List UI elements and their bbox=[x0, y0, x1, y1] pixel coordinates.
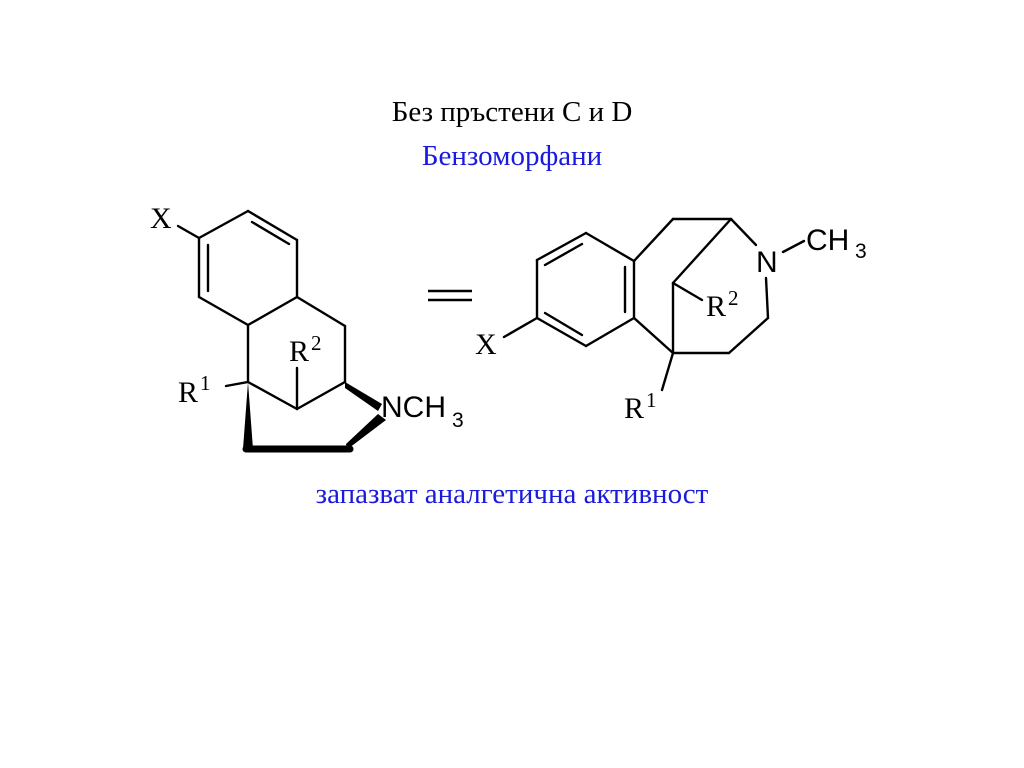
equals-sign bbox=[428, 289, 472, 302]
page-subtitle: Бензоморфани bbox=[421, 140, 603, 172]
right-x-label: X bbox=[475, 328, 497, 361]
page-title: Без пръстени C и D bbox=[391, 96, 633, 128]
left-n-sub: 3 bbox=[452, 409, 464, 432]
right-r2-sup: 2 bbox=[728, 286, 739, 310]
left-aliphatic-ring bbox=[224, 295, 386, 453]
caption-text: запазват аналгетична активност bbox=[315, 478, 709, 510]
left-benzomorphan-structure: X R 2 R 1 NCH 3 bbox=[150, 202, 464, 453]
right-n-label: N bbox=[756, 246, 778, 279]
right-benzomorphan-structure: X N CH 3 R 2 R 1 bbox=[475, 217, 867, 425]
left-r1-label: R bbox=[178, 376, 198, 409]
right-x-bond bbox=[502, 316, 539, 339]
right-r1-sup: 1 bbox=[646, 388, 657, 412]
left-r2-sup: 2 bbox=[311, 331, 322, 355]
left-r1-sup: 1 bbox=[200, 371, 211, 395]
left-r2-label: R bbox=[289, 335, 309, 368]
right-r1-label: R bbox=[624, 392, 644, 425]
left-wedge-bond bbox=[243, 382, 253, 449]
left-x-bond bbox=[176, 224, 201, 240]
left-x-label: X bbox=[150, 202, 172, 235]
right-ch3-sub: 3 bbox=[855, 240, 867, 263]
left-benzene-ring bbox=[197, 209, 299, 327]
right-benzene-ring bbox=[535, 231, 636, 348]
right-bicyclic-framework bbox=[632, 217, 806, 392]
right-ch3-label: CH bbox=[806, 224, 849, 257]
right-r2-label: R bbox=[706, 290, 726, 323]
left-n-label: NCH bbox=[381, 391, 446, 424]
